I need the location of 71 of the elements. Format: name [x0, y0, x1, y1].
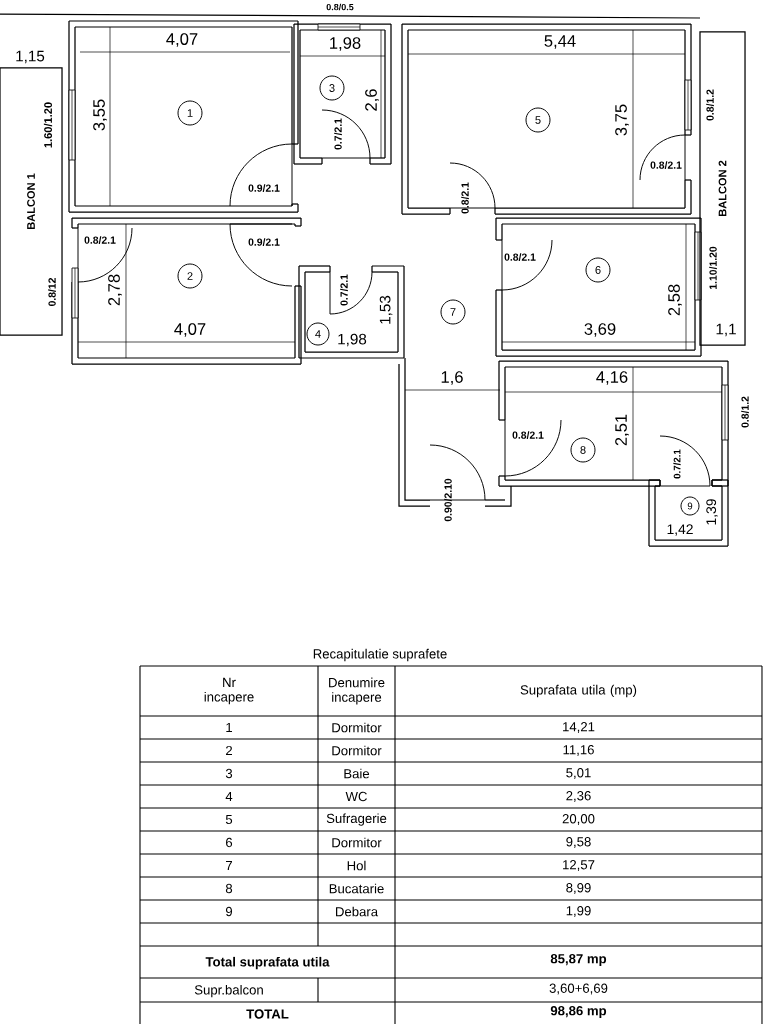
table-text: 2,36	[566, 791, 591, 802]
dimension-label: 1,6	[441, 371, 463, 385]
door-label: 0.7/2.1	[334, 118, 342, 150]
room-number: 7	[440, 299, 466, 325]
dimension-label: 4,16	[596, 371, 628, 385]
table-title: Recapitulatie suprafete	[313, 648, 447, 662]
table-text: 85,87 mp	[550, 954, 607, 966]
window-label: 1.10/1.20	[709, 246, 717, 289]
dimension-label: 1,1	[716, 323, 736, 337]
table-header: Denumire incapere	[329, 677, 385, 705]
room-number: 3	[319, 75, 345, 101]
table-text: 5	[225, 814, 233, 825]
table-text: Dormitor	[332, 722, 382, 733]
door-label: 0.8/2.1	[461, 182, 469, 214]
table-text: Baie	[344, 768, 370, 779]
room-number: 9	[680, 496, 700, 516]
room-number: 8	[570, 437, 596, 463]
table-text: Debara	[336, 906, 379, 917]
dimension-label: 2,58	[668, 284, 682, 316]
table-text: 98,86 mp	[550, 1006, 607, 1018]
table-text: Dormitor	[332, 745, 382, 756]
room-number: 5	[525, 107, 551, 133]
window-label: 0.8/0.5	[326, 3, 354, 11]
table-text: 6	[226, 837, 233, 848]
dimension-label: 3,55	[93, 99, 107, 131]
door-label: 0.8/2.1	[650, 161, 682, 169]
table-text: 3,60+6,69	[549, 983, 608, 995]
table-text: Supr.balcon	[194, 984, 263, 998]
dimension-label: 3,75	[615, 104, 629, 136]
table-text: TOTAL	[246, 1009, 289, 1019]
dimension-label: 2,6	[365, 89, 379, 111]
door-label: 0.9/2.1	[248, 184, 280, 192]
window-label: 1.60/1.20	[43, 102, 53, 148]
window-label: 0.8/1.2	[741, 396, 749, 428]
table-text: Total suprafata utila	[205, 956, 330, 970]
table-text: 5,01	[566, 768, 591, 779]
table-text: 3	[225, 768, 233, 779]
table-text: 12,57	[563, 860, 595, 871]
door-label: 0.90/2.10	[444, 478, 452, 522]
table-text: Dormitor	[332, 837, 382, 848]
dimension-label: 1,53	[379, 295, 393, 324]
window-label: 0.8/1.2	[706, 89, 714, 121]
table-text: 8,99	[566, 883, 591, 894]
table-text: 4	[225, 792, 233, 802]
room-number: 2	[177, 263, 203, 289]
table-text: 11,16	[563, 745, 594, 756]
table-text: Hol	[347, 860, 366, 871]
table-text: 9,58	[566, 837, 591, 848]
table-text: 20,00	[562, 814, 595, 825]
door-label: 0.8/2.1	[84, 236, 116, 244]
table-text: 14,21	[563, 722, 595, 733]
table-header: Suprafata utila (mp)	[520, 684, 637, 698]
dimension-label: 2,78	[108, 274, 122, 306]
table-text: 7	[226, 861, 232, 871]
room-number: 1	[177, 100, 203, 126]
table-text: Sufragerie	[326, 813, 387, 826]
door-label: 0.9/2.1	[248, 238, 280, 246]
table-text: Bucatarie	[329, 883, 384, 894]
door-label: 0.8/2.1	[504, 253, 536, 261]
table-text: 8	[225, 883, 233, 894]
table-header: Nr incapere	[204, 677, 254, 705]
table-text: WC	[345, 791, 367, 802]
door-label: 0.8/2.1	[512, 431, 544, 439]
room-number: 6	[585, 257, 611, 283]
room-number: 4	[306, 322, 330, 346]
table-text: 1	[226, 723, 232, 733]
table-text: 1,99	[566, 906, 591, 917]
window-label: 0.8/12	[48, 278, 56, 307]
table-text: 2	[226, 745, 232, 756]
dimension-label: 1,42	[667, 524, 693, 536]
table-text: 9	[225, 906, 233, 917]
